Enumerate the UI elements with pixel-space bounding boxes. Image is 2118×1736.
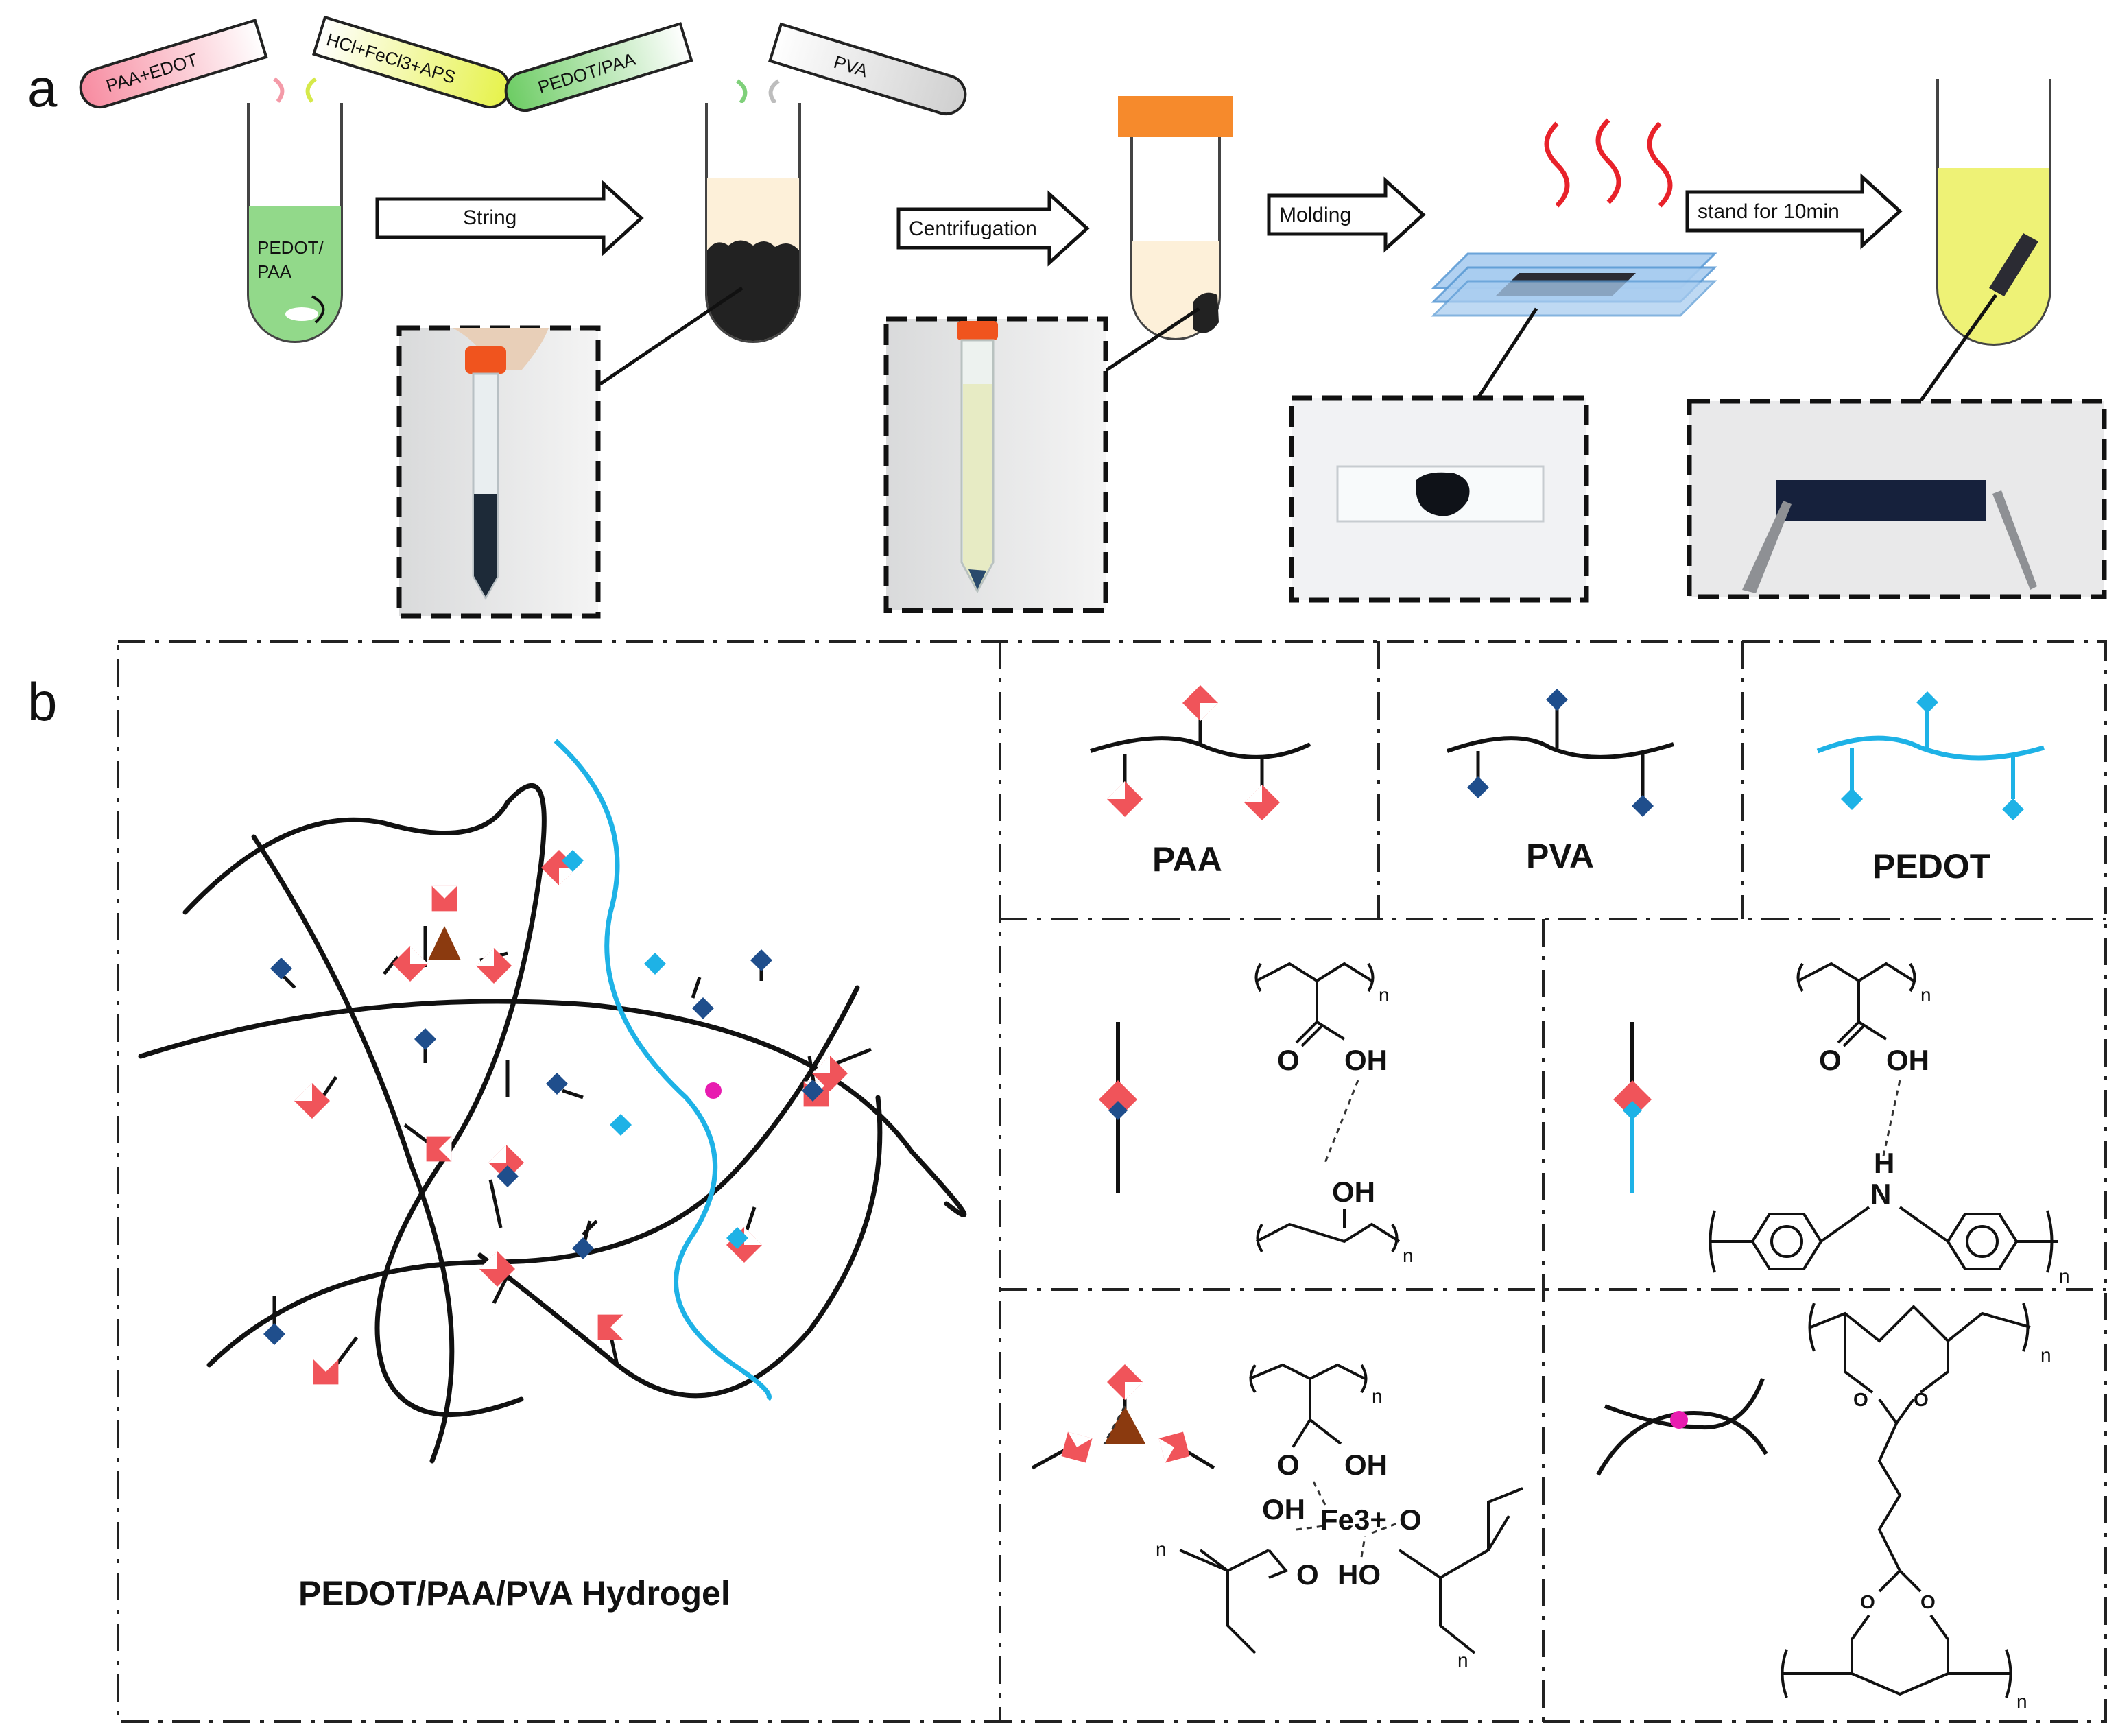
n-sub-4: n <box>2059 1265 2070 1287</box>
tube-2: PEDOT/PAA PVA <box>504 22 967 386</box>
network-label: PEDOT/PAA/PVA Hydrogel <box>298 1574 730 1613</box>
n-sub-1: n <box>1379 984 1390 1006</box>
oh-group-5: OH <box>1262 1493 1305 1525</box>
step-arrow-1: String <box>375 180 644 257</box>
n-sub-6: n <box>1156 1538 1167 1560</box>
step-arrow-2: Centrifugation <box>896 190 1090 267</box>
n-sub-3: n <box>1920 984 1931 1006</box>
fe3-ion: Fe3+ <box>1320 1503 1387 1536</box>
reagent-tube-pva: PVA <box>768 22 967 116</box>
reagent-tube-paa-edot: PAA+EDOT <box>79 19 268 109</box>
fe-triangle-icon <box>428 926 461 960</box>
step-1-label: String <box>463 206 516 229</box>
legend-paa-label: PAA <box>1152 840 1222 879</box>
legend-paa: PAA <box>1090 685 1311 879</box>
stir-bar-icon <box>285 307 318 321</box>
oh-group-2: OH <box>1332 1176 1375 1208</box>
tube-4 <box>1918 79 2051 403</box>
step-arrow-4: stand for 10min <box>1685 173 1903 250</box>
legend-pva-label: PVA <box>1526 837 1594 875</box>
step-2-label: Centrifugation <box>909 217 1037 240</box>
o-atom-1: O <box>1277 1044 1300 1076</box>
panel-a-label: a <box>27 58 58 118</box>
reagent-tube-pedot-paa: PEDOT/PAA <box>504 22 693 112</box>
legend-pedot-label: PEDOT <box>1872 847 1990 885</box>
tube1-content-line1: PEDOT/ <box>257 237 324 258</box>
o-atom-6: O <box>1853 1389 1868 1410</box>
n-sub-2: n <box>1403 1245 1414 1266</box>
photo-tube-centrifuged <box>883 316 1108 613</box>
h-atom: H <box>1874 1147 1894 1179</box>
o-atom-3: O <box>1277 1449 1300 1481</box>
tube1-content-line2: PAA <box>257 261 292 282</box>
panel-b-label: b <box>27 671 57 732</box>
n-sub-9: n <box>2016 1691 2027 1712</box>
panel-b-frames <box>117 640 2107 1723</box>
legend-pedot: PEDOT <box>1816 691 2045 885</box>
oh-group-4: OH <box>1344 1449 1388 1481</box>
oh-group-3: OH <box>1886 1044 1929 1076</box>
o-atom-7: O <box>1914 1389 1929 1410</box>
o-atom-9: O <box>1920 1591 1936 1613</box>
o-atom-8: O <box>1860 1591 1875 1613</box>
o-atom-2: O <box>1819 1044 1842 1076</box>
interaction-acetal-crosslink: n O O O O n <box>1596 1303 2051 1712</box>
step-3-label: Molding <box>1279 204 1351 226</box>
interaction-paa-pva: n O OH OH n <box>1099 962 1414 1266</box>
crosslink-dot-icon <box>705 1082 722 1099</box>
tube-3 <box>1089 96 1233 383</box>
n-sub-5: n <box>1372 1386 1383 1407</box>
pour-arrow-pink-icon <box>273 77 285 103</box>
o-atom-5: O <box>1296 1558 1319 1591</box>
legend-pva: PVA <box>1447 689 1674 875</box>
ho-group: HO <box>1337 1558 1381 1591</box>
hydrogel-network: PEDOT/PAA/PVA Hydrogel <box>138 739 967 1613</box>
tube-1: PAA+EDOT HCl+FeCl3+APS PEDOT/ PAA <box>79 15 511 343</box>
mold-glass-plates <box>1431 118 1717 399</box>
n-sub-8: n <box>2040 1344 2051 1366</box>
n-atom: N <box>1870 1178 1891 1210</box>
photo-stretched-gel <box>1687 399 2107 599</box>
step-arrow-3: Molding <box>1267 176 1426 253</box>
reagent-tube-hcl: HCl+FeCl3+APS <box>311 15 511 109</box>
n-sub-7: n <box>1457 1650 1468 1671</box>
photo-tube-dark <box>396 325 601 619</box>
step-4-label: stand for 10min <box>1698 200 1840 223</box>
o-atom-4: O <box>1399 1503 1422 1536</box>
interaction-paa-pedot: n O OH H N n <box>1613 962 2070 1287</box>
interaction-fe-coordination: n O OH Fe3+ OH O O HO n n <box>1031 1363 1523 1671</box>
photo-molded-gel <box>1289 395 1589 603</box>
oh-group-1: OH <box>1344 1044 1388 1076</box>
